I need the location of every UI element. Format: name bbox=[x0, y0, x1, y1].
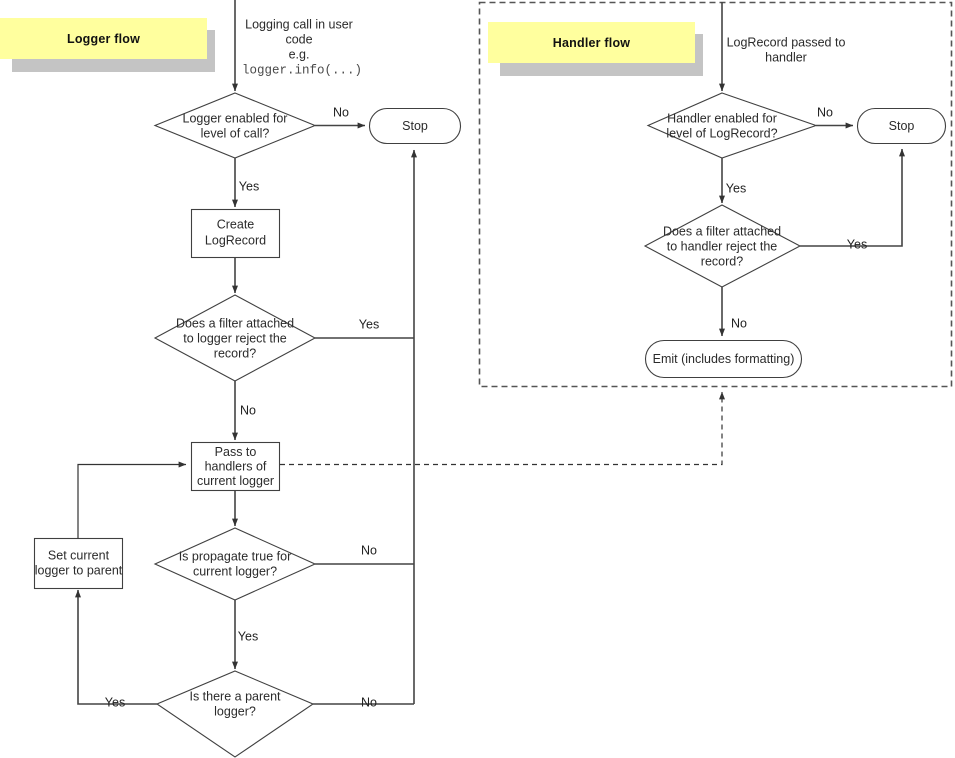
handler-flow-group-border bbox=[478, 1, 953, 388]
edge-label-logger-enabled-no: No bbox=[333, 105, 349, 119]
logger-flow-title-shadow bbox=[12, 58, 215, 72]
edge-label-handler-filter-no: No bbox=[731, 316, 747, 330]
node-handler-filter-line-0: Does a filter attached bbox=[663, 224, 781, 238]
node-has-parent-line-0: Is there a parent bbox=[189, 689, 281, 703]
node-handler-enabled-line-0: Handler enabled for bbox=[667, 111, 777, 125]
edge-label-has-parent-no: No bbox=[361, 695, 377, 709]
handler-flow-title-text: Handler flow bbox=[552, 35, 631, 50]
edge-label-propagate-no: No bbox=[361, 543, 377, 557]
edge-has-parent-yes bbox=[74, 589, 157, 705]
annotation-logging-call-code: logger.info(...) bbox=[242, 63, 362, 77]
edge-pass-to-handler-flow-dashed bbox=[280, 391, 725, 466]
node-stop-label: Stop bbox=[402, 119, 428, 133]
node-has-parent-line-1: logger? bbox=[214, 704, 256, 718]
handler-flow-title-shadow bbox=[500, 62, 703, 76]
node-create-logrecord-shape bbox=[190, 208, 281, 259]
edge-handler-filter-yes bbox=[800, 148, 905, 247]
edge-label-logger-enabled-yes: Yes bbox=[239, 179, 259, 193]
edge-label-handler-enabled-no: No bbox=[817, 105, 833, 119]
node-is-propagate-line-1: current logger? bbox=[193, 564, 277, 578]
node-handler-filter-line-2: record? bbox=[701, 254, 743, 268]
annotation-logrecord-passed-line-1: handler bbox=[765, 50, 807, 64]
edge-label-logger-filter-yes: Yes bbox=[359, 317, 379, 331]
edge-set-parent-to-pass bbox=[77, 461, 187, 539]
node-logger-enabled-line-0: Logger enabled for bbox=[183, 111, 288, 125]
node-handler-stop-shape bbox=[856, 107, 947, 145]
logger-flow-title-plate: Logger flow bbox=[0, 18, 207, 59]
node-logger-filter-line-2: record? bbox=[214, 346, 256, 360]
edge-label-handler-filter-yes: Yes bbox=[847, 237, 867, 251]
node-logger-enabled-line-1: level of call? bbox=[201, 126, 270, 140]
node-pass-to-handlers-shape bbox=[190, 441, 281, 492]
edge-label-logger-filter-no: No bbox=[240, 403, 256, 417]
edge-label-has-parent-yes: Yes bbox=[105, 695, 125, 709]
node-emit-shape bbox=[644, 339, 803, 379]
node-set-parent-line-0: Set current bbox=[48, 548, 110, 562]
node-handler-enabled-line-1: level of LogRecord? bbox=[666, 126, 777, 140]
handler-flow-title-plate: Handler flow bbox=[488, 22, 695, 63]
node-pass-to-handlers-line-1: handlers of bbox=[205, 459, 267, 473]
node-handler-stop-label: Stop bbox=[889, 119, 915, 133]
node-is-propagate-line-0: Is propagate true for bbox=[179, 549, 292, 563]
annotation-logging-call-line-0: Logging call in user bbox=[245, 17, 353, 31]
annotation-logging-call-line-2: e.g. bbox=[289, 47, 310, 61]
edge-label-propagate-yes: Yes bbox=[238, 629, 258, 643]
node-logger-filter-line-1: to logger reject the bbox=[183, 331, 287, 345]
logger-flow-title-text: Logger flow bbox=[66, 31, 141, 46]
node-emit-label: Emit (includes formatting) bbox=[653, 352, 795, 366]
node-set-parent-line-1: logger to parent bbox=[35, 563, 123, 577]
node-create-logrecord-line-1: LogRecord bbox=[205, 233, 266, 247]
annotation-logging-call-line-1: code bbox=[285, 32, 312, 46]
node-has-parent-shape bbox=[155, 670, 315, 758]
edge-label-handler-enabled-yes: Yes bbox=[726, 181, 746, 195]
node-create-logrecord-line-0: Create bbox=[217, 217, 255, 231]
annotation-logrecord-passed-line-0: LogRecord passed to bbox=[727, 35, 846, 49]
node-pass-to-handlers-line-0: Pass to bbox=[215, 445, 257, 459]
node-handler-filter-line-1: to handler reject the bbox=[667, 239, 778, 253]
node-pass-to-handlers-line-2: current logger bbox=[197, 474, 274, 488]
node-set-parent-shape bbox=[33, 537, 124, 590]
node-stop-shape bbox=[368, 107, 462, 145]
node-logger-filter-line-0: Does a filter attached bbox=[176, 316, 294, 330]
